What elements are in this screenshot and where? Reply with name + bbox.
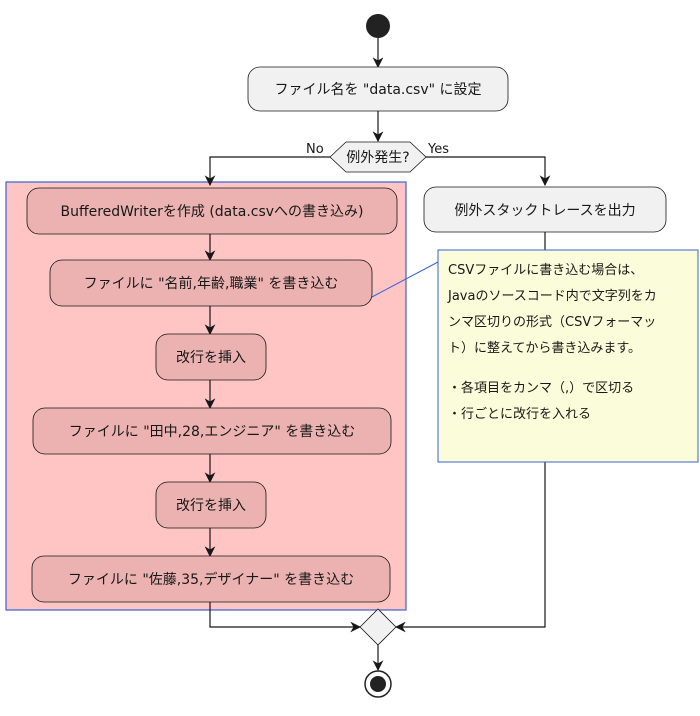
edge-decision-yes <box>412 156 551 187</box>
decision-exception: 例外発生? <box>329 141 427 173</box>
action-create-writer: BufferedWriterを作成 (data.csvへの書き込み) <box>26 187 398 235</box>
edge-no-to-merge <box>209 602 362 633</box>
note-line: ト）に整えてから書き込みます。 <box>448 341 641 356</box>
note-line: ・行ごとに改行を入れる <box>448 406 591 422</box>
action-create-writer-label: BufferedWriterを作成 (data.csvへの書き込み) <box>60 204 363 220</box>
end-node <box>364 670 392 698</box>
edge-decision-no <box>204 156 344 187</box>
action-print-stacktrace-label: 例外スタックトレースを出力 <box>454 203 635 219</box>
note-line: ンマ区切りの形式（CSVフォーマッ <box>448 315 656 330</box>
action-write-tanaka: ファイルに "田中,28,エンジニア" を書き込む <box>32 407 392 455</box>
action-print-stacktrace: 例外スタックトレースを出力 <box>423 186 667 233</box>
action-insert-newline-1: 改行を挿入 <box>155 333 267 381</box>
action-write-header-label: ファイルに "名前,年齢,職業" を書き込む <box>84 275 339 292</box>
note-line: ・各項目をカンマ（,）で区切る <box>448 380 634 396</box>
note-csv: CSVファイルに書き込む場合は、 Javaのソースコード内で文字列をカ ンマ区切… <box>437 249 699 463</box>
action-insert-newline-2: 改行を挿入 <box>155 481 267 529</box>
note-line: Javaのソースコード内で文字列をカ <box>447 288 657 304</box>
start-node <box>366 14 390 38</box>
action-write-sato: ファイルに "佐藤,35,デザイナー" を書き込む <box>31 555 391 603</box>
action-write-tanaka-label: ファイルに "田中,28,エンジニア" を書き込む <box>69 424 356 440</box>
branch-label-yes: Yes <box>427 142 449 157</box>
note-connector <box>371 261 439 298</box>
action-set-filename-label: ファイル名を "data.csv" に設定 <box>274 82 481 98</box>
action-set-filename: ファイル名を "data.csv" に設定 <box>247 66 509 112</box>
merge-node <box>359 608 397 646</box>
no-branch-group <box>5 181 407 611</box>
action-write-header: ファイルに "名前,年齢,職業" を書き込む <box>49 259 373 307</box>
decision-label: 例外発生? <box>346 150 409 166</box>
action-write-sato-label: ファイルに "佐藤,35,デザイナー" を書き込む <box>68 571 354 588</box>
action-insert-newline-2-label: 改行を挿入 <box>176 498 246 514</box>
branch-label-no: No <box>306 142 324 157</box>
action-insert-newline-1-label: 改行を挿入 <box>176 350 246 366</box>
note-line: CSVファイルに書き込む場合は、 <box>448 263 643 278</box>
